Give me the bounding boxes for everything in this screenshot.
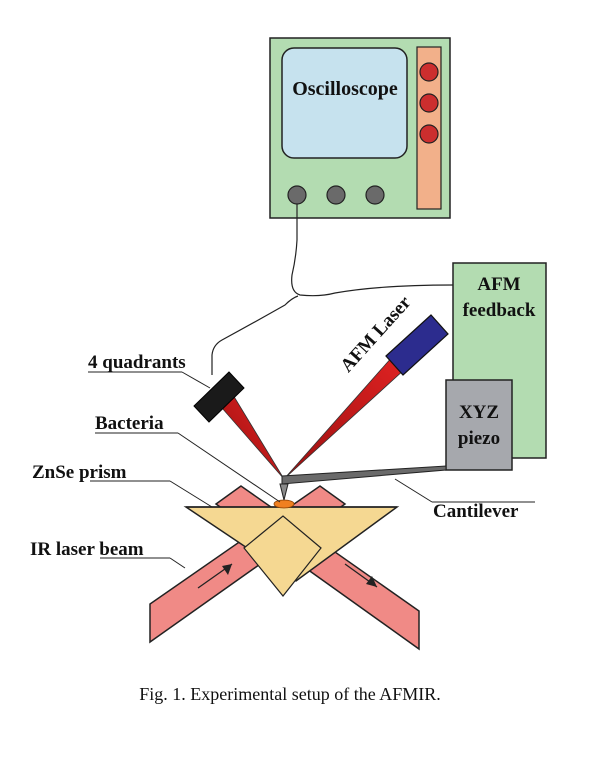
cantilever-tip	[279, 483, 289, 501]
red-knob-2	[419, 93, 439, 113]
bacteria-label: Bacteria	[95, 413, 164, 434]
arrow-out-head	[366, 576, 377, 587]
xyz-piezo-label-line2: piezo	[458, 428, 500, 449]
ir-beam-leader	[169, 557, 186, 569]
znse-prism	[183, 506, 400, 597]
xyz-piezo-box	[445, 379, 513, 471]
cantilever-label: Cantilever	[433, 501, 519, 522]
beam-arrows	[197, 563, 378, 589]
cantilever	[279, 465, 447, 501]
red-knob-3	[419, 124, 439, 144]
arrow-in-head	[222, 564, 232, 575]
bacteria	[273, 499, 295, 509]
afm-laser-beam-incident	[283, 355, 406, 480]
oscilloscope-cable	[291, 204, 454, 297]
oscilloscope-label: Oscilloscope	[292, 78, 398, 100]
quadrants-label: 4 quadrants	[88, 352, 186, 373]
cantilever-arm	[281, 465, 447, 485]
leader-lines	[88, 371, 535, 569]
gray-knob-2	[326, 185, 346, 205]
red-knob-1	[419, 62, 439, 82]
prism-leader	[169, 480, 213, 508]
afm-feedback-label-line2: feedback	[463, 300, 536, 321]
xyz-piezo-label-line1: XYZ	[459, 402, 499, 423]
ir-beam-label: IR laser beam	[30, 539, 144, 560]
afm-laser	[385, 314, 449, 376]
afm-feedback-label-line1: AFM	[477, 274, 520, 295]
bacteria-leader	[177, 432, 281, 503]
quadrant-detector	[193, 371, 245, 423]
xyz-piezo: XYZ piezo	[445, 379, 513, 471]
prism-label: ZnSe prism	[32, 462, 127, 483]
quadrants-leader	[181, 371, 211, 389]
prism-bottom	[243, 515, 322, 597]
afm-feedback: AFM feedback	[452, 262, 547, 459]
gray-knob-3	[365, 185, 385, 205]
gray-knob-1	[287, 185, 307, 205]
oscilloscope-screen	[281, 47, 408, 159]
detector-cable	[211, 295, 299, 375]
figure-caption: Fig. 1. Experimental setup of the AFMIR.	[139, 684, 440, 704]
oscilloscope: Oscilloscope	[269, 37, 451, 219]
cantilever-leader	[394, 478, 433, 503]
